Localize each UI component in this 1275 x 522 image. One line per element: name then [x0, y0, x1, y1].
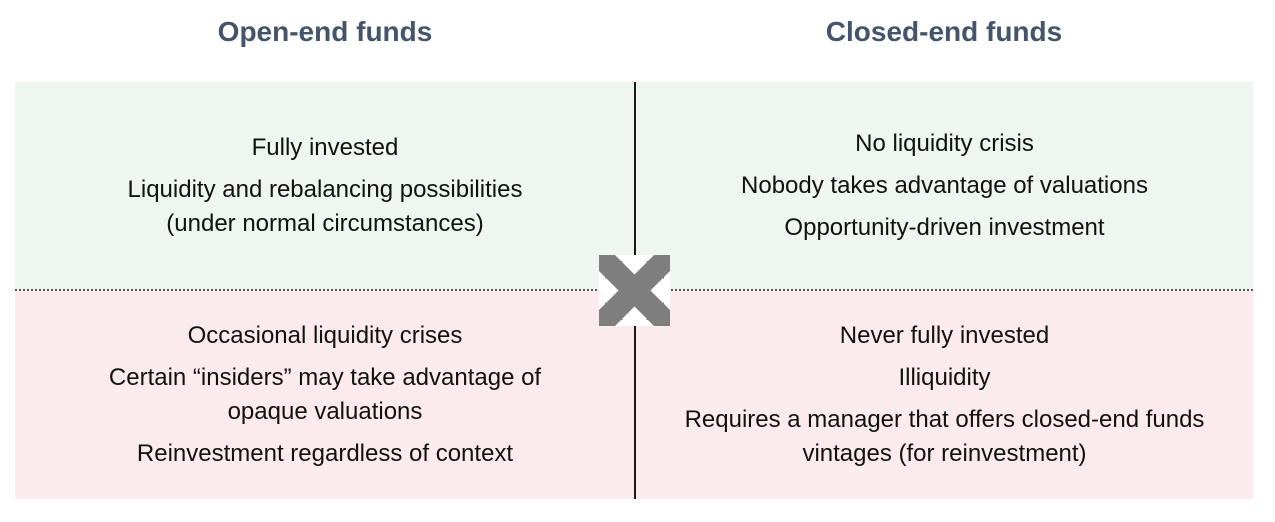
list-item: Never fully invested: [839, 322, 1050, 349]
open-end-funds-heading: Open-end funds: [217, 16, 433, 47]
list-item: Certain “insiders” may take advantage of…: [108, 364, 542, 425]
list-item: Opportunity-driven investment: [784, 214, 1105, 241]
list-item: No liquidity crisis: [855, 130, 1034, 157]
expand-arrows-icon: [599, 255, 670, 326]
list-item: Illiquidity: [898, 364, 991, 391]
open-end-disadvantages: Occasional liquidity crises Certain “ins…: [15, 291, 635, 499]
list-item: Liquidity and rebalancing possibilities …: [127, 176, 523, 237]
list-item: Requires a manager that offers closed-en…: [684, 406, 1205, 467]
closed-end-advantages: No liquidity crisis Nobody takes advanta…: [636, 82, 1253, 290]
list-item: Occasional liquidity crises: [187, 322, 463, 349]
list-item: Fully invested: [251, 134, 399, 161]
list-item: Reinvestment regardless of context: [136, 440, 514, 467]
closed-end-disadvantages: Never fully invested Illiquidity Require…: [636, 291, 1253, 499]
closed-end-funds-heading: Closed-end funds: [825, 16, 1063, 47]
open-end-advantages: Fully invested Liquidity and rebalancing…: [15, 82, 635, 290]
list-item: Nobody takes advantage of valuations: [741, 172, 1148, 199]
